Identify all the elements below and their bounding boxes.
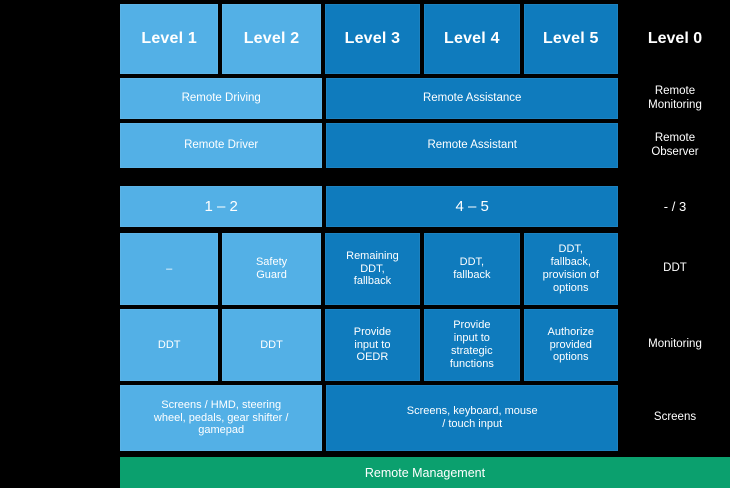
cell-ddt-level-5: DDT, fallback, provision of options [523,233,618,305]
label-remote-observer: Remote Observer [651,131,699,158]
cell-monitoring-level-2: DDT [222,309,321,381]
label-row-screens: Screens [653,411,697,424]
cell-ddt-level-2: Safety Guard [222,233,321,305]
cell-ddt-level-1: – [120,233,219,305]
header-level-3: Level 3 [324,4,421,74]
cell-monitoring-level-5: Authorize provided options [523,309,618,381]
cell-monitoring-level-3: Provide input to OEDR [324,309,421,381]
matrix-grid: Level 1 Level 2 Level 3 Level 4 Level 5 … [120,0,618,488]
cell-range-4-5: 4 – 5 [326,186,618,227]
row-operator-role: Remote Driver Remote Assistant [120,123,618,168]
row-operation-mode: Remote Driving Remote Assistance [120,78,618,119]
cell-remote-assistant: Remote Assistant [326,123,618,168]
header-level-1: Level 1 [120,4,219,74]
cell-range-1-2: 1 – 2 [120,186,323,227]
footer-remote-management: Remote Management [120,457,730,488]
cell-ddt-level-4: DDT, fallback [424,233,520,305]
label-remote-monitoring: Remote Monitoring [648,84,702,111]
header-level-5: Level 5 [523,4,618,74]
row-monitoring: DDT DDT Provide input to OEDR Provide in… [120,309,618,381]
header-level-2: Level 2 [222,4,321,74]
label-range-level-0: - / 3 [663,198,687,214]
row-level-headers: Level 1 Level 2 Level 3 Level 4 Level 5 [120,4,618,74]
level-zero-column: Level 0 Remote Monitoring Remote Observe… [620,0,730,455]
cell-remote-assistance: Remote Assistance [326,78,618,119]
cell-remote-driving: Remote Driving [120,78,323,119]
cell-ddt-level-3: Remaining DDT, fallback [324,233,421,305]
label-row-monitoring: Monitoring [648,338,702,351]
row-level-range: 1 – 2 4 – 5 [120,186,618,227]
header-level-0: Level 0 [647,30,703,48]
cell-screens-right: Screens, keyboard, mouse / touch input [326,385,618,451]
cell-monitoring-level-1: DDT [120,309,219,381]
cell-screens-left: Screens / HMD, steering wheel, pedals, g… [120,385,323,451]
label-row-ddt: DDT [663,262,687,275]
header-level-4: Level 4 [424,4,520,74]
cell-remote-driver: Remote Driver [120,123,323,168]
left-margin [0,0,120,488]
row-ddt: – Safety Guard Remaining DDT, fallback D… [120,233,618,305]
row-screens: Screens / HMD, steering wheel, pedals, g… [120,385,618,451]
cell-monitoring-level-4: Provide input to strategic functions [424,309,520,381]
